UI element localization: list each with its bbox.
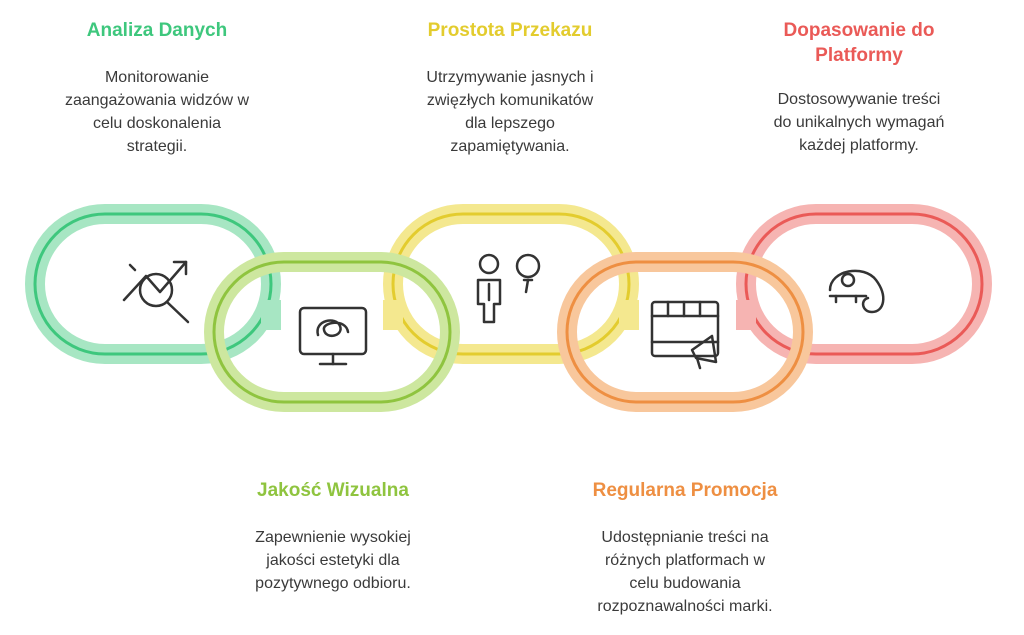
monitor-swirl-icon [298, 306, 368, 366]
chain-link-5 [736, 204, 992, 364]
step-description: Udostępnianie treści na różnych platform… [597, 529, 773, 615]
chain-link-4 [557, 252, 813, 412]
step-description: Dostosowywanie treści do unikalnych wyma… [773, 91, 945, 154]
chain-link-2 [204, 252, 460, 412]
chain-link-1 [25, 204, 281, 364]
step-title: Dopasowanie do Platformy [783, 20, 935, 66]
step-description: Utrzymywanie jasnych i zwięzłych komunik… [426, 69, 594, 155]
chart-magnifier-icon [122, 260, 190, 324]
step-jakosc-wizualna: Jakość Wizualna Zapewnienie wysokiej jak… [218, 478, 448, 595]
step-title: Analiza Danych [86, 20, 228, 41]
step-analiza-danych: Analiza Danych Monitorowanie zaangażowan… [52, 18, 262, 158]
step-title: Jakość Wizualna [257, 480, 409, 501]
step-title: Regularna Promocja [592, 480, 778, 501]
person-lightbulb-icon [476, 253, 541, 324]
step-regularna-promocja: Regularna Promocja Udostępnianie treści … [565, 478, 805, 618]
film-megaphone-icon [650, 300, 720, 370]
step-description: Monitorowanie zaangażowania widzów w cel… [64, 69, 250, 155]
step-description: Zapewnienie wysokiej jakości estetyki dl… [255, 529, 411, 592]
step-dopasowanie-do-platformy: Dopasowanie do Platformy Dostosowywanie … [744, 18, 974, 157]
step-prostota-przekazu: Prostota Przekazu Utrzymywanie jasnych i… [395, 18, 625, 158]
step-title: Prostota Przekazu [427, 20, 593, 41]
chameleon-icon [828, 269, 885, 314]
chain-link-3 [383, 204, 639, 364]
